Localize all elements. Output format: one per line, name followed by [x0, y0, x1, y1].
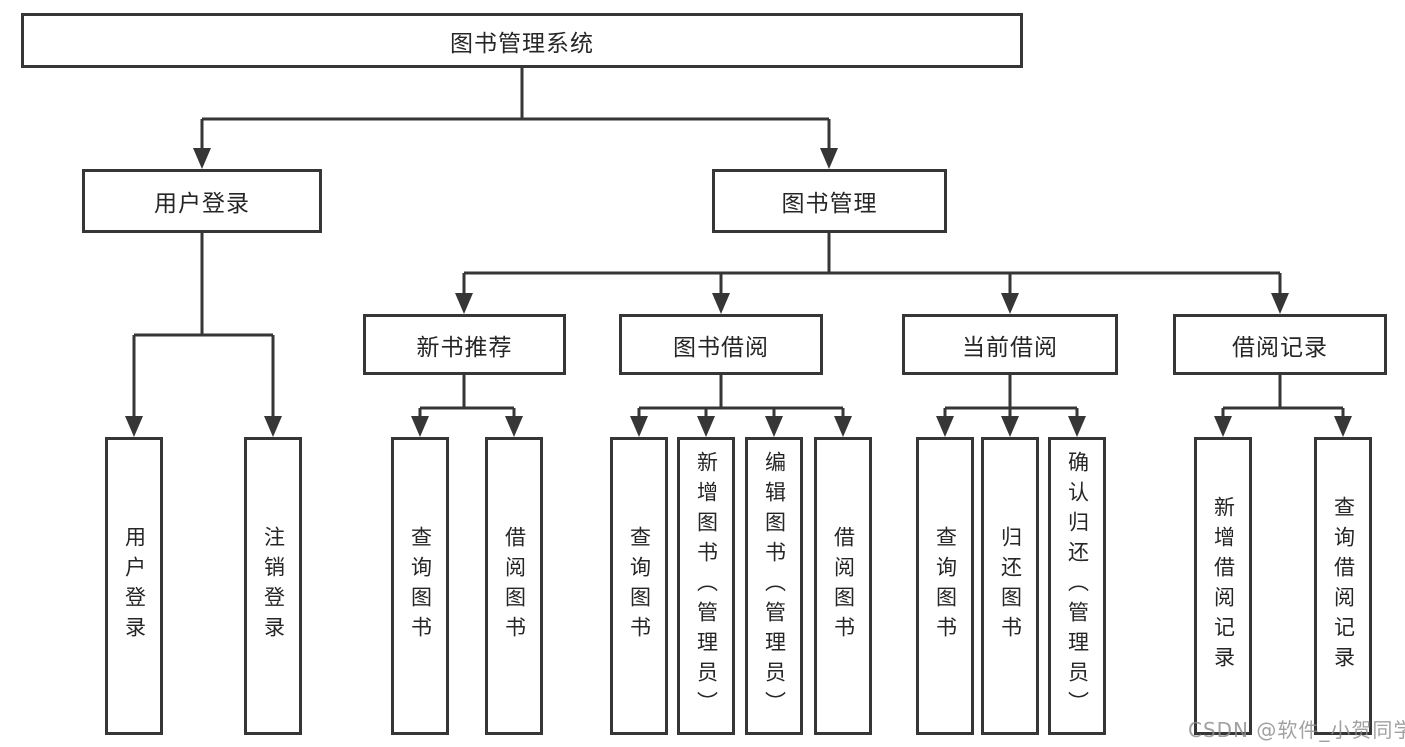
node-borrow-records: 借阅记录 — [1173, 314, 1387, 375]
node-new-book-recommend: 新书推荐 — [363, 314, 566, 375]
node-label: 当前借阅 — [962, 334, 1058, 361]
node-root: 图书管理系统 — [21, 13, 1023, 68]
node-label: 查询图书 — [933, 526, 958, 646]
arrowhead — [765, 416, 783, 437]
csdn-watermark: CSDN @软件_小贺同学 — [1188, 718, 1405, 742]
arrowhead — [936, 416, 954, 437]
node-leaf-borrow-add-book: 新增图书（管理员） — [677, 437, 735, 735]
connector-current-children — [943, 375, 1079, 419]
arrowheads-level3 — [455, 293, 1289, 314]
arrowhead — [712, 293, 730, 314]
connector-mgmt-to-level3 — [462, 233, 1282, 296]
arrowhead — [630, 416, 648, 437]
arrowhead — [455, 293, 473, 314]
node-label: 归还图书 — [998, 526, 1023, 646]
node-leaf-records-add-record: 新增借阅记录 — [1194, 437, 1252, 735]
connector-userlogin-children — [132, 233, 275, 419]
node-label: 查询借阅记录 — [1331, 496, 1356, 676]
node-leaf-recommend-query-book: 查询图书 — [391, 437, 449, 735]
node-leaf-recommend-borrow-book: 借阅图书 — [485, 437, 543, 735]
arrowhead — [411, 416, 429, 437]
node-label: 新增图书（管理员） — [694, 451, 719, 721]
arrowhead — [1214, 416, 1232, 437]
node-leaf-current-return-book: 归还图书 — [981, 437, 1039, 735]
connector-root-to-level2 — [200, 68, 831, 151]
node-label: 用户登录 — [154, 191, 250, 217]
node-label: 借阅图书 — [831, 526, 856, 646]
node-label: 查询图书 — [627, 526, 652, 646]
node-leaf-records-query-record: 查询借阅记录 — [1314, 437, 1372, 735]
arrowheads-leaves — [411, 416, 1352, 437]
node-label: 图书管理系统 — [450, 30, 594, 57]
arrowhead — [820, 148, 838, 169]
arrowhead — [264, 416, 282, 437]
node-leaf-borrow-borrow-book: 借阅图书 — [814, 437, 872, 735]
node-label: 新增借阅记录 — [1211, 496, 1236, 676]
arrowhead — [1001, 416, 1019, 437]
node-book-borrow: 图书借阅 — [619, 314, 823, 375]
node-current-borrow: 当前借阅 — [902, 314, 1118, 375]
node-user-login: 用户登录 — [82, 169, 322, 233]
arrowhead — [125, 416, 143, 437]
arrowheads-userlogin — [125, 416, 282, 437]
arrowhead — [193, 148, 211, 169]
node-leaf-logout: 注销登录 — [244, 437, 302, 735]
node-label: 图书借阅 — [673, 334, 769, 361]
arrowhead — [505, 416, 523, 437]
connector-borrow-children — [637, 375, 845, 419]
node-label: 新书推荐 — [416, 334, 513, 361]
node-label: 图书管理 — [781, 191, 878, 217]
node-leaf-user-login: 用户登录 — [105, 437, 163, 735]
arrowhead — [1001, 293, 1019, 314]
node-label: 注销登录 — [261, 526, 286, 646]
node-leaf-borrow-query-book: 查询图书 — [610, 437, 668, 735]
arrowhead — [1334, 416, 1352, 437]
node-label: 借阅记录 — [1232, 334, 1328, 361]
arrowhead — [1068, 416, 1086, 437]
arrowheads-level2 — [193, 148, 838, 169]
node-label: 编辑图书（管理员） — [762, 451, 787, 721]
arrowhead — [834, 416, 852, 437]
arrowhead — [697, 416, 715, 437]
node-label: 查询图书 — [408, 526, 433, 646]
node-leaf-current-confirm-return: 确认归还（管理员） — [1048, 437, 1106, 735]
node-label: 确认归还（管理员） — [1065, 451, 1090, 721]
node-label: 借阅图书 — [502, 526, 527, 646]
node-leaf-current-query-book: 查询图书 — [916, 437, 974, 735]
node-book-management: 图书管理 — [712, 169, 947, 233]
arrowhead — [1271, 293, 1289, 314]
connector-records-children — [1221, 375, 1345, 419]
node-label: 用户登录 — [122, 526, 147, 646]
node-leaf-borrow-edit-book: 编辑图书（管理员） — [745, 437, 803, 735]
connector-recommend-children — [418, 375, 516, 419]
